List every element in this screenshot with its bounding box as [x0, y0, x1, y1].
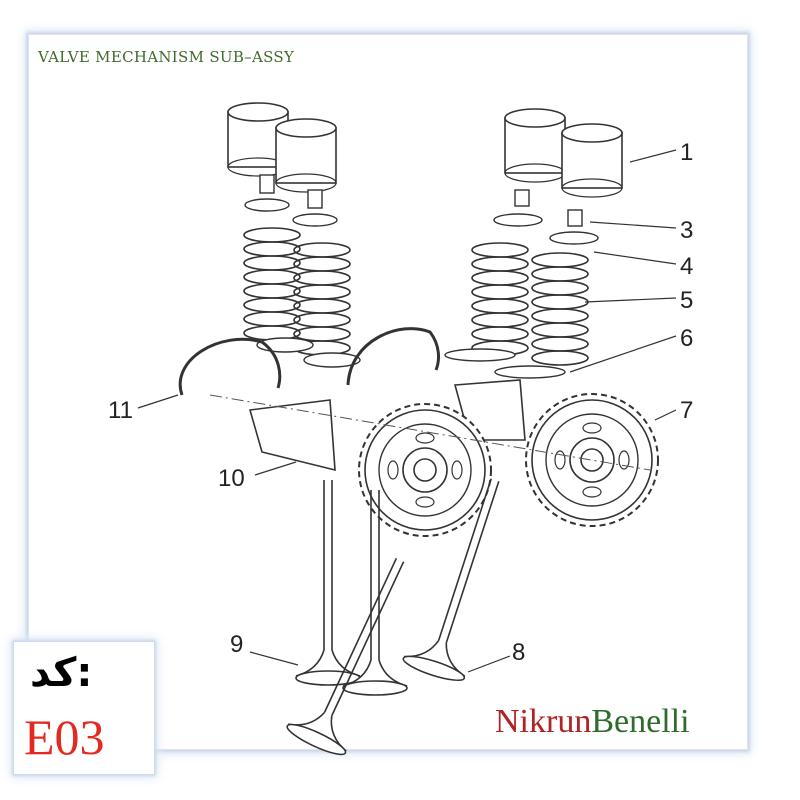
camshaft-left-lobes: [248, 399, 336, 472]
spring-seat-right-b: [494, 365, 566, 379]
spring-left-a: [243, 227, 301, 341]
callout-3: 3: [680, 217, 693, 244]
tappet-left-b: [275, 118, 337, 193]
camshaft-gear-right: [525, 393, 659, 527]
code-box: [14, 642, 154, 774]
valve-c: [283, 545, 430, 761]
callout-5: 5: [680, 287, 693, 314]
spring-seat-right-a: [444, 348, 516, 362]
tappet-right-a: [504, 108, 566, 183]
collet-right-a: [514, 189, 530, 207]
retainer-right-b: [549, 231, 599, 245]
collet-right-b: [567, 209, 583, 227]
tappet-right-b: [561, 123, 623, 198]
callout-1: 1: [680, 139, 693, 166]
collet-left-b: [307, 189, 323, 209]
callout-11: 11: [108, 397, 133, 424]
callout-6: 6: [680, 325, 693, 352]
retainer-right-a: [493, 213, 543, 227]
valve-a: [295, 479, 361, 686]
code-label: کد:: [30, 650, 93, 696]
callout-7: 7: [680, 397, 693, 424]
diagram-title: VALVE MECHANISM SUB–ASSY: [38, 48, 295, 66]
code-value: E03: [24, 709, 105, 765]
brand-logo: NikrunBenelli: [495, 703, 690, 741]
callout-10: 10: [218, 465, 245, 492]
callout-9: 9: [230, 631, 243, 658]
callout-8: 8: [512, 639, 525, 666]
spring-right-b: [531, 252, 589, 366]
collet-left-a: [259, 174, 275, 194]
brand-part-2: Benelli: [591, 703, 690, 740]
brand-part-1: Nikrun: [495, 703, 592, 740]
diagram-frame: [28, 34, 748, 750]
callout-4: 4: [680, 253, 693, 280]
spring-left-b: [293, 242, 351, 356]
spring-right-a: [471, 242, 529, 356]
